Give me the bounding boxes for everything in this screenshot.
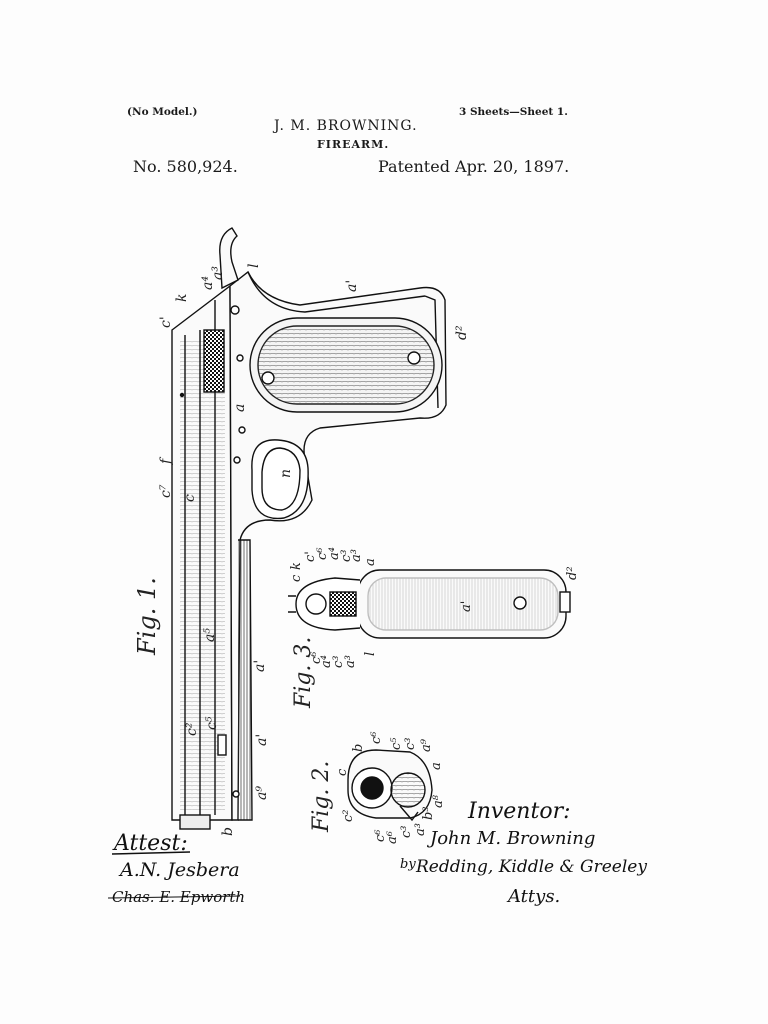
f2-label-b3: b³ <box>421 806 436 820</box>
label-l: l <box>246 264 262 268</box>
signature-block: Attest: A.N. Jesbera Chas. E. Epworth In… <box>107 799 647 907</box>
label-a1-low: a' <box>254 734 270 746</box>
f3-label-a4-low: a⁴ <box>319 655 334 668</box>
f2-label-c3-low: c³ <box>399 826 414 839</box>
fig3-top-view <box>288 569 571 639</box>
label-a3: a³ <box>210 266 226 280</box>
fig2-caption: Fig. 2. <box>309 761 334 833</box>
f2-label-c3: c³ <box>403 738 418 751</box>
label-a1-mid: a' <box>252 660 268 672</box>
fig2-bore <box>360 776 384 800</box>
trigger-guard <box>251 439 309 520</box>
label-a9: a⁹ <box>254 786 270 800</box>
label-c1: c' <box>158 316 174 328</box>
f3-label-c-top: c <box>289 574 304 582</box>
fig2-barrel-bushing <box>390 772 426 808</box>
f2-label-c4: c⁶ <box>369 732 384 745</box>
label-c7: c⁷ <box>158 484 174 498</box>
label-c2: c² <box>184 722 200 736</box>
fig3-screw <box>513 596 527 610</box>
label-c5: c⁵ <box>204 716 220 730</box>
inventor-name: J. M. BROWNING. <box>274 118 418 134</box>
f3-label-c1: c' <box>303 551 318 562</box>
patent-number: No. 580,924. <box>133 157 238 176</box>
fig1-labels: l a⁴ a³ k c' a' d² a n f c⁷ c a⁵ a' c² c… <box>158 264 470 836</box>
grip-screw-top <box>407 351 421 365</box>
f2-label-c5: c⁵ <box>389 737 404 750</box>
f3-label-k-top: k <box>289 562 304 570</box>
inventor-label: Inventor: <box>467 799 571 824</box>
label-a5: a⁵ <box>202 628 218 642</box>
f2-label-a6: a⁶ <box>385 831 400 844</box>
f3-label-c3-low: c³ <box>331 656 346 669</box>
patent-date: Patented Apr. 20, 1897. <box>378 157 570 176</box>
label-a4: a⁴ <box>200 276 216 290</box>
f2-label-c2: c² <box>341 810 356 823</box>
patent-subject: FIREARM. <box>317 138 390 151</box>
f2-label-c: c <box>335 768 350 776</box>
label-a: a <box>232 404 248 412</box>
label-d2: d² <box>454 325 470 340</box>
f2-label-a8: a⁸ <box>431 794 446 808</box>
label-n: n <box>278 469 294 478</box>
fig3-slide-end <box>295 577 361 631</box>
no-model-note: (No Model.) <box>127 106 198 118</box>
fig3-labels: c k c' c⁶ a⁴ c³ a³ a a' d² c⁶ a⁴ c³ a³ l <box>289 547 580 668</box>
f2-label-a: a <box>429 762 444 770</box>
attys-label: Attys. <box>506 886 560 907</box>
grip-screw-bottom <box>261 371 275 385</box>
fig3-caption: Fig. 3. <box>291 637 316 709</box>
f3-label-a3: a³ <box>349 549 364 562</box>
f2-label-a9: a⁹ <box>419 738 434 752</box>
label-f: f <box>158 456 174 465</box>
lower-rail <box>238 539 253 821</box>
label-b: b <box>220 827 236 836</box>
f2-label-c6: c⁶ <box>373 830 388 843</box>
sheet-count: 3 Sheets—Sheet 1. <box>459 106 568 118</box>
f3-label-l: l <box>363 652 378 656</box>
fig2-muzzle-view <box>347 749 433 822</box>
f3-label-d2: d² <box>565 566 580 580</box>
label-k: k <box>174 294 190 302</box>
by-word: by <box>400 857 416 872</box>
f3-label-c4: c⁶ <box>315 548 330 561</box>
f3-label-a1: a' <box>459 601 474 612</box>
f3-label-c4-low: c⁶ <box>309 652 324 665</box>
label-c: c <box>182 494 198 502</box>
f3-label-a3-low: a³ <box>343 655 358 668</box>
attorneys: Redding, Kiddle & Greeley <box>415 857 647 877</box>
fig1-pistol <box>171 227 447 830</box>
fig3-serrations <box>329 591 357 617</box>
slide-grain <box>180 340 225 810</box>
fig1-caption: Fig. 1. <box>133 577 161 656</box>
hammer <box>219 227 239 290</box>
f2-label-b: b <box>351 744 366 752</box>
fig3-hammer <box>305 593 327 615</box>
witness-1: A.N. Jesbera <box>118 859 240 881</box>
fig2-labels: c b c² c⁶ c⁵ c³ a⁹ a c⁶ a⁶ c³ a³ b³ a⁸ <box>335 732 446 845</box>
muzzle <box>179 814 211 830</box>
f3-label-a: a <box>363 558 378 566</box>
f3-label-c3: c³ <box>339 550 354 563</box>
label-a1-top: a' <box>344 280 360 292</box>
inventor-signature: John M. Browning <box>426 828 595 849</box>
f3-label-a4: a⁴ <box>327 547 342 560</box>
slide-serrations <box>203 329 225 393</box>
f2-label-a3: a³ <box>413 823 428 836</box>
